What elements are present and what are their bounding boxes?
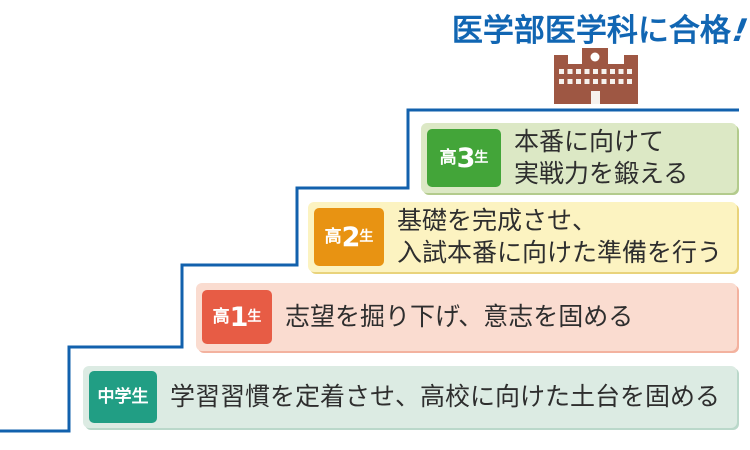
goal-title: 医学部医学科に合格! — [451, 5, 750, 50]
step-row-junior: 中学生 学習習慣を定着させ、高校に向けた土台を固める — [83, 366, 737, 428]
step-description-line1: 基礎を完成させ、 — [397, 206, 598, 235]
grade-badge-text: 高 — [212, 306, 230, 327]
grade-badge-number: 2 — [341, 221, 361, 253]
clock-window — [590, 52, 600, 62]
grade-badge-text: 高 — [439, 147, 457, 168]
building-windows — [559, 69, 632, 84]
step-description-line2: 実戦力を鍛える — [514, 159, 689, 188]
step-description-high1: 志望を掘り下げ、意志を固める — [285, 301, 633, 333]
grade-badge-suffix: 生 — [474, 150, 489, 166]
building-door — [591, 91, 600, 104]
step-description-high3: 本番に向けて 実戦力を鍛える — [514, 126, 688, 190]
step-description-line1: 学習習慣を定着させ、高校に向けた土台を固める — [170, 382, 721, 411]
goal-title-text: 医学部医学科に合格 — [451, 13, 731, 49]
step-description-junior: 学習習慣を定着させ、高校に向けた土台を固める — [170, 381, 720, 413]
grade-badge-suffix: 生 — [359, 229, 374, 245]
step-description-high2: 基礎を完成させ、 入試本番に向けた準備を行う — [397, 205, 722, 269]
goal-title-exclamation: ! — [729, 13, 750, 49]
school-building-icon — [554, 48, 638, 104]
step-description-line1: 志望を掘り下げ、意志を固める — [285, 302, 634, 331]
step-description-line2: 入試本番に向けた準備を行う — [397, 238, 723, 267]
grade-badge-number: 1 — [229, 301, 249, 333]
grade-badge-number: 3 — [456, 142, 476, 174]
grade-badge-text: 高 — [324, 226, 342, 247]
step-description-line1: 本番に向けて — [514, 127, 665, 156]
grade-badge-suffix: 生 — [247, 309, 262, 325]
grade-badge-text: 中学生 — [97, 386, 149, 407]
grade-badge-junior: 中学生 — [89, 371, 157, 423]
